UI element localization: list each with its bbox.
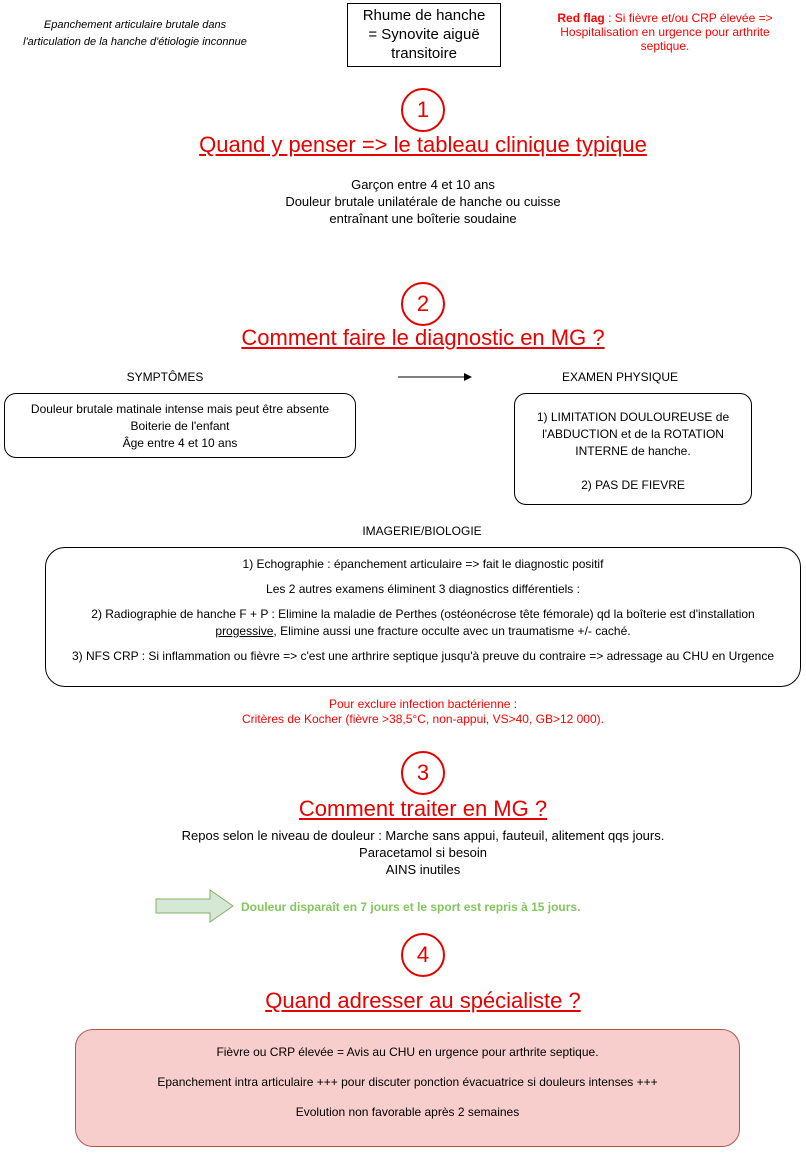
red-flag-text: : Si fièvre et/ou CRP élevée => [604,11,773,25]
symptom-line: Âge entre 4 et 10 ans [122,436,238,450]
imaging-item-text: , Elimine aussi une fracture occulte ave… [273,624,631,638]
title-line: Rhume de hanche [362,7,486,24]
exam-box: 1) LIMITATION DOULOUREUSE de l'ABDUCTION… [514,393,752,505]
underlined-word: progessive [215,624,274,638]
section-1-heading: Quand y penser => le tableau clinique ty… [199,132,647,157]
exam-line: 2) PAS DE FIEVRE [581,478,685,492]
symptoms-label: SYMPTÔMES [126,370,204,384]
flow-arrow [398,373,472,381]
description-line: entraînant une boîterie soudaine [329,211,517,226]
section-2-heading: Comment faire le diagnostic en MG ? [241,325,605,350]
section-3-description: Repos selon le niveau de douleur : March… [0,827,806,878]
red-flag-note: Red flag : Si fièvre et/ou CRP élevée =>… [530,11,800,53]
green-arrow-icon [155,889,234,923]
referral-box: Fièvre ou CRP élevée = Avis au CHU en ur… [75,1029,740,1147]
imaging-label: IMAGERIE/BIOLOGIE [362,524,482,538]
symptom-line: Boiterie de l'enfant [130,419,230,433]
section-4-heading: Quand adresser au spécialiste ? [265,988,581,1013]
description-line: Paracetamol si besoin [359,845,487,860]
description-line: Repos selon le niveau de douleur : March… [181,828,665,843]
description-line: Douleur brutale unilatérale de hanche ou… [285,194,561,209]
imaging-item: 2) Radiographie de hanche F + P : Elimin… [46,606,800,640]
referral-item: Evolution non favorable après 2 semaines [295,1105,520,1119]
exam-line: 1) LIMITATION DOULOUREUSE de [536,410,730,424]
red-flag-text: septique. [640,39,690,53]
section-1-description: Garçon entre 4 et 10 ans Douleur brutale… [0,176,806,227]
step-number-1: 1 [401,88,445,132]
symptoms-box: Douleur brutale matinale intense mais pe… [4,393,356,458]
description-line: AINS inutiles [385,862,461,877]
description-line: Garçon entre 4 et 10 ans [351,177,495,192]
red-flag-text: Hospitalisation en urgence pour arthrite [560,25,770,39]
referral-item: Epanchement intra articulaire +++ pour d… [157,1075,658,1089]
title-line: = Synovite aiguë [368,26,480,43]
step-number-4: 4 [401,933,445,977]
referral-item: Fièvre ou CRP élevée = Avis au CHU en ur… [216,1045,599,1059]
imaging-item: Les 2 autres examens éliminent 3 diagnos… [266,582,580,596]
symptom-line: Douleur brutale matinale intense mais pe… [30,402,330,416]
step-number-3: 3 [401,751,445,795]
exam-line: l'ABDUCTION et de la ROTATION [542,427,724,441]
diagram-title-box: Rhume de hanche = Synovite aiguë transit… [347,3,501,67]
imaging-box: 1) Echographie : épanchement articulaire… [45,547,801,687]
red-flag-label: Red flag [557,11,605,25]
step-number-2: 2 [401,282,445,326]
kocher-criteria: Pour exclure infection bactérienne : Cri… [0,697,806,727]
subtitle-line: Epanchement articulaire brutale dans [43,19,227,31]
exam-label: EXAMEN PHYSIQUE [561,370,679,384]
imaging-item: 1) Echographie : épanchement articulaire… [242,557,604,571]
recovery-note: Douleur disparaît en 7 jours et le sport… [241,900,581,914]
imaging-item-text: 2) Radiographie de hanche F + P : Elimin… [91,607,755,621]
section-3-heading: Comment traiter en MG ? [298,796,548,821]
exam-line: INTERNE de hanche. [575,444,691,458]
subtitle-line: l'articulation de la hanche d'étiologie … [23,36,247,48]
kocher-line: Critères de Kocher (fièvre >38,5°C, non-… [241,712,604,726]
diagram-subtitle: Epanchement articulaire brutale dans l'a… [0,17,270,51]
title-line: transitoire [391,45,457,62]
kocher-line: Pour exclure infection bactérienne : [328,697,518,711]
imaging-item: 3) NFS CRP : Si inflammation ou fièvre =… [71,649,775,663]
